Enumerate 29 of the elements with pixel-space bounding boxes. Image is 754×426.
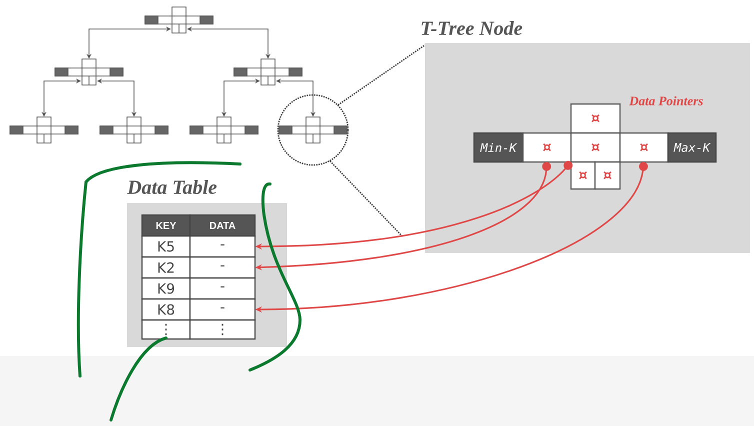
header-cell: KEY	[141, 214, 191, 237]
key-cell: Max-K	[667, 132, 717, 163]
pointer-cell: ¤	[619, 132, 669, 163]
table-cell: K9	[141, 277, 191, 300]
table-cell: -	[189, 298, 256, 321]
key-cell: Min-K	[473, 132, 524, 163]
table-cell: -	[189, 256, 256, 279]
pointer-cell: ¤	[570, 103, 621, 134]
tree-node-drawing	[54, 58, 124, 86]
pointer-cell: ¤	[594, 161, 621, 190]
table-cell: -	[189, 277, 256, 300]
table-cell: K5	[141, 235, 191, 258]
tree-node-drawing	[234, 58, 302, 86]
table-cell: ⋮	[141, 319, 191, 340]
table-cell: K2	[141, 256, 191, 279]
tree-node-drawing	[190, 116, 258, 144]
annotation: Data Pointers	[629, 96, 703, 106]
tree-node-drawing	[144, 6, 214, 34]
tree-node-drawing	[100, 116, 168, 144]
table-cell: ⋮	[189, 319, 256, 340]
tree-node-drawing	[278, 116, 348, 144]
panel-heading: Data Table	[127, 180, 217, 194]
table-cell: K8	[141, 298, 191, 321]
header-cell: DATA	[189, 214, 256, 237]
panel-heading: T-Tree Node	[422, 20, 522, 36]
tree-node-drawing	[10, 116, 78, 144]
table-cell: -	[189, 235, 256, 258]
pointer-cell: ¤	[570, 161, 596, 190]
pointer-cell: ¤	[522, 132, 572, 163]
